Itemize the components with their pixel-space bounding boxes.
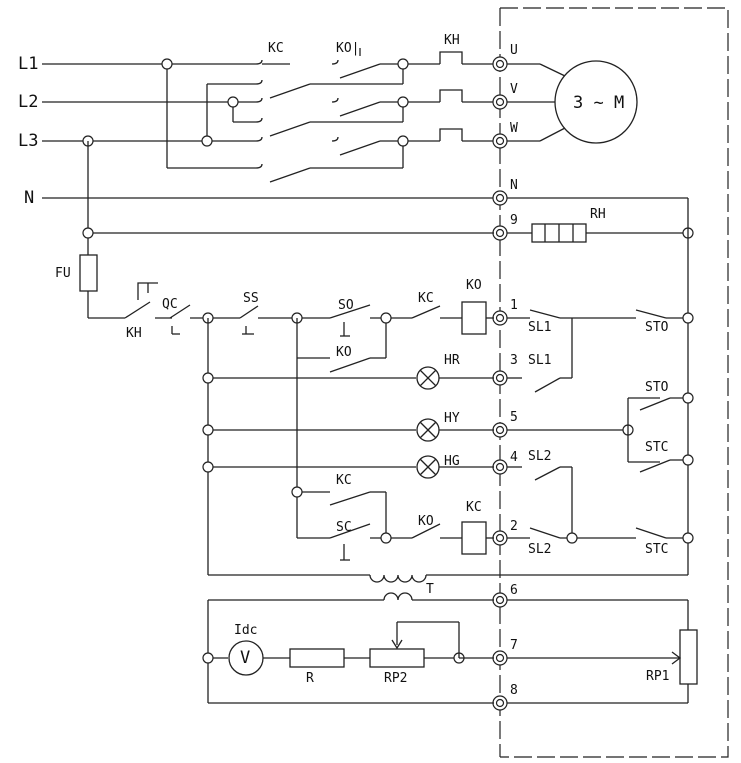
label-ko-main: KO| bbox=[336, 41, 359, 56]
close-branch bbox=[291, 358, 694, 561]
terminal-7: 7 bbox=[510, 638, 518, 653]
label-fu: FU bbox=[55, 266, 71, 281]
feedback-circuit bbox=[202, 599, 698, 704]
field-enclosure bbox=[499, 7, 729, 758]
label-v: V bbox=[240, 648, 250, 668]
label-qc: QC bbox=[162, 297, 178, 312]
power-lines bbox=[42, 63, 500, 199]
label-idc: Idc bbox=[234, 623, 257, 638]
label-ko-coil: KO bbox=[466, 278, 482, 293]
control-supply bbox=[79, 254, 330, 335]
terminal-n: N bbox=[510, 178, 518, 193]
label-sc: SC bbox=[336, 520, 352, 535]
label-t: T bbox=[426, 582, 434, 597]
label-kc-coil: KC bbox=[466, 500, 482, 515]
indicator-lamps bbox=[202, 318, 694, 575]
label-motor: 3 ~ M bbox=[573, 93, 624, 113]
terminal-w: W bbox=[510, 121, 518, 136]
label-so: SO bbox=[338, 298, 354, 313]
label-ko-int: KO bbox=[418, 514, 434, 529]
label-hg: HG bbox=[444, 454, 460, 469]
label-kc-hold: KC bbox=[336, 473, 352, 488]
terminal-4: 4 bbox=[510, 450, 518, 465]
main-contacts bbox=[82, 48, 409, 183]
transformer bbox=[208, 574, 688, 601]
label-sl2-a: SL2 bbox=[528, 449, 551, 464]
label-l3: L3 bbox=[18, 131, 38, 151]
kh-thermal-elements bbox=[408, 51, 494, 142]
motor bbox=[507, 60, 638, 144]
label-l1: L1 bbox=[18, 54, 38, 74]
label-rp2: RP2 bbox=[384, 671, 407, 686]
label-n: N bbox=[24, 188, 34, 208]
label-sl1-a: SL1 bbox=[528, 320, 551, 335]
label-hr: HR bbox=[444, 353, 460, 368]
label-rp1: RP1 bbox=[646, 669, 669, 684]
terminal-3: 3 bbox=[510, 353, 518, 368]
label-sto-a: STO bbox=[645, 320, 669, 335]
label-kh-aux: KH bbox=[126, 326, 142, 341]
heater-circuit bbox=[82, 141, 694, 575]
label-ss: SS bbox=[243, 291, 259, 306]
label-kh-main: KH bbox=[444, 33, 460, 48]
label-kc-int1: KC bbox=[418, 291, 434, 306]
label-stc-b: STC bbox=[645, 542, 668, 557]
label-sto-b: STO bbox=[645, 380, 669, 395]
terminal-v: V bbox=[510, 82, 518, 97]
label-ko-hold: KO bbox=[336, 345, 352, 360]
label-kc-main: KC bbox=[268, 41, 284, 56]
terminal-1: 1 bbox=[510, 298, 518, 313]
open-branch bbox=[296, 301, 694, 373]
terminal-6: 6 bbox=[510, 583, 518, 598]
label-rh: RH bbox=[590, 207, 606, 222]
label-stc-a: STC bbox=[645, 440, 668, 455]
label-l2: L2 bbox=[18, 92, 38, 112]
terminal-5: 5 bbox=[510, 410, 518, 425]
terminal-2: 2 bbox=[510, 519, 518, 534]
terminal-8: 8 bbox=[510, 683, 518, 698]
label-sl2-b: SL2 bbox=[528, 542, 551, 557]
terminal-u: U bbox=[510, 43, 518, 58]
label-hy: HY bbox=[444, 411, 460, 426]
label-sl1-b: SL1 bbox=[528, 353, 551, 368]
label-r: R bbox=[306, 671, 314, 686]
terminal-9: 9 bbox=[510, 213, 518, 228]
